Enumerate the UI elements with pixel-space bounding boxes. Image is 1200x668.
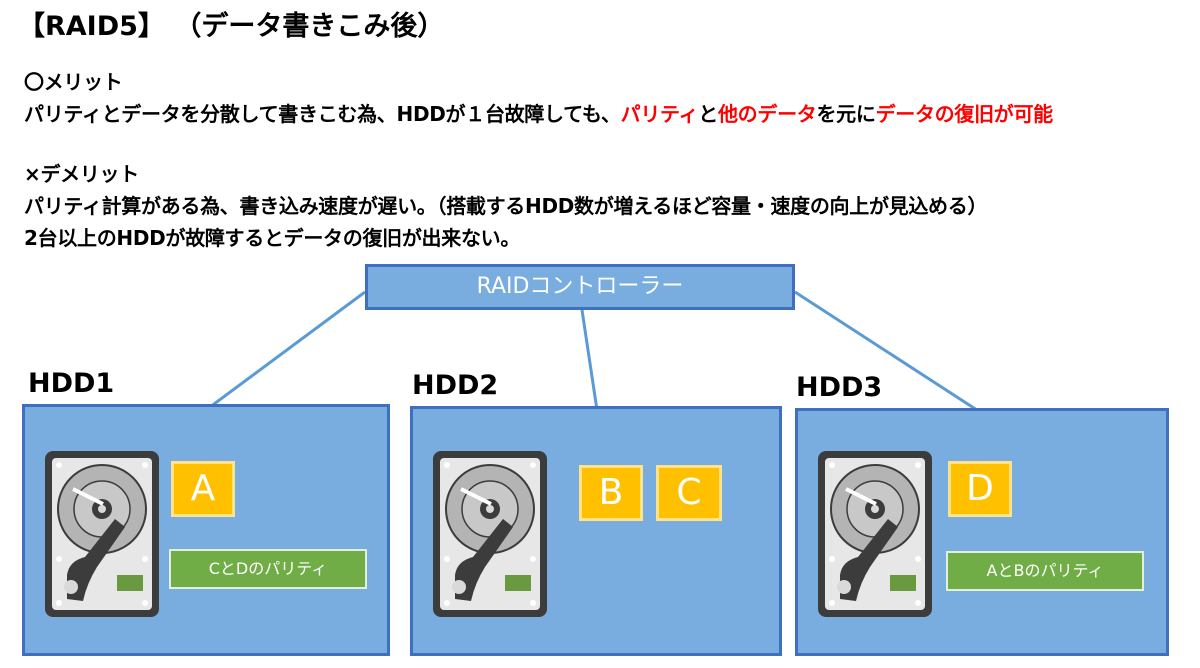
data-block: A xyxy=(171,461,235,517)
hard-disk-drive-icon xyxy=(433,451,547,617)
hdd2-label: HDD2 xyxy=(412,370,499,401)
parity-block: AとBのパリティ xyxy=(946,551,1144,591)
merit-text-part: パリティとデータを分散して書きこむ為、HDDが１台故障しても、 xyxy=(24,102,621,126)
hdd2-box: B C xyxy=(410,406,782,656)
merit-text: パリティとデータを分散して書きこむ為、HDDが１台故障しても、パリティと他のデー… xyxy=(24,98,1053,127)
hdd1-box: A CとDのパリティ xyxy=(22,404,390,656)
data-block: C xyxy=(656,465,722,521)
merit-text-part: パリティ xyxy=(620,102,699,126)
demerit-line-2: 2台以上のHDDが故障するとデータの復旧が出来ない。 xyxy=(24,226,521,250)
merit-text-part: データの復旧が可能 xyxy=(875,102,1054,126)
data-block: B xyxy=(579,465,643,521)
hdd3-box: D AとBのパリティ xyxy=(795,408,1169,656)
data-block: D xyxy=(948,461,1012,517)
parity-block: CとDのパリティ xyxy=(169,549,367,589)
connector-line-hdd3 xyxy=(794,290,981,414)
hdd3-label: HDD3 xyxy=(796,372,883,403)
page-title: 【RAID5】 （データ書きこみ後） xyxy=(18,11,445,42)
demerit-heading: ×デメリット xyxy=(24,162,139,186)
connector-line-hdd2 xyxy=(580,309,599,411)
merit-text-part: 他のデータ xyxy=(717,102,817,126)
merit-text-part: と xyxy=(698,102,718,126)
hdd1-label: HDD1 xyxy=(28,368,115,399)
merit-text-part: を元に xyxy=(816,102,876,126)
hard-disk-drive-icon xyxy=(45,451,159,617)
demerit-line-1: パリティ計算がある為、書き込み速度が遅い。（搭載するHDD数が増えるほど容量・速… xyxy=(24,194,988,218)
merit-heading: 〇メリット xyxy=(24,70,123,94)
raid-controller: RAIDコントローラー xyxy=(365,264,795,310)
connector-line-hdd1 xyxy=(209,290,366,409)
hard-disk-drive-icon xyxy=(818,451,932,617)
